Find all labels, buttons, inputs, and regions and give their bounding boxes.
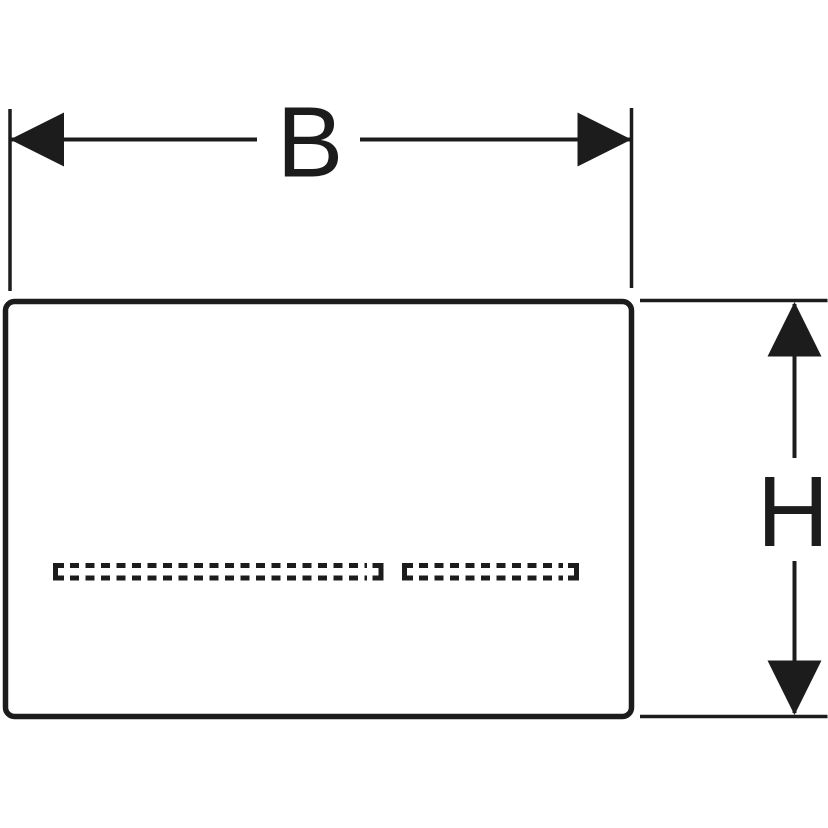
slot-left-outline <box>53 563 384 581</box>
slot-left-end-cap-left <box>53 563 64 581</box>
arrow-right-icon <box>577 112 632 167</box>
arrow-left-icon <box>10 112 64 167</box>
width-dimension-label: B <box>277 87 344 199</box>
arrow-down-icon <box>767 660 822 715</box>
arrow-up-icon <box>767 302 822 357</box>
height-dimension: H <box>640 298 828 719</box>
height-dimension-label: H <box>757 456 828 568</box>
actuation-slots <box>53 563 579 581</box>
slot-right-end-cap-right <box>568 563 579 581</box>
slot-right-end-cap-left <box>402 563 413 581</box>
slot-right-outline <box>402 563 579 581</box>
plate-outline <box>2 298 635 720</box>
slot-left-end-cap-right <box>372 563 384 581</box>
width-dimension: B <box>8 87 634 291</box>
